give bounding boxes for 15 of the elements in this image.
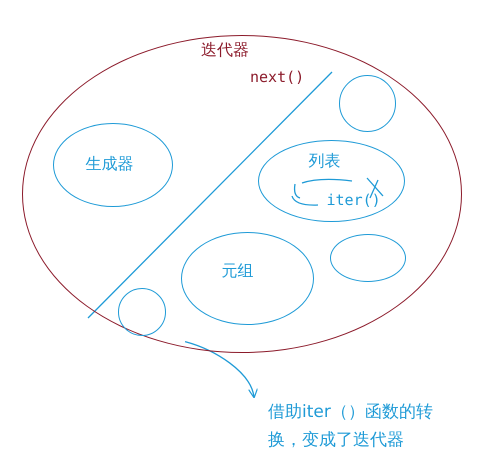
note-text: 借助iter（）函数的转换，变成了迭代器 — [268, 401, 434, 452]
circle-shape — [118, 288, 166, 336]
node-label: 生成器 — [86, 154, 134, 174]
ellipse-region — [180, 232, 314, 324]
ellipse-shape — [330, 234, 406, 282]
method-label: next() — [250, 68, 304, 86]
ellipse-region — [258, 140, 404, 222]
node-label: 元组 — [222, 260, 254, 282]
circle-shape — [339, 74, 396, 132]
node-label: 迭代器 — [201, 40, 249, 61]
arrow — [184, 340, 258, 398]
ellipse-region — [52, 122, 172, 206]
node-label: iter() — [326, 190, 381, 208]
iterator-ellipse — [22, 35, 462, 353]
node-label: 列表 — [308, 150, 340, 172]
